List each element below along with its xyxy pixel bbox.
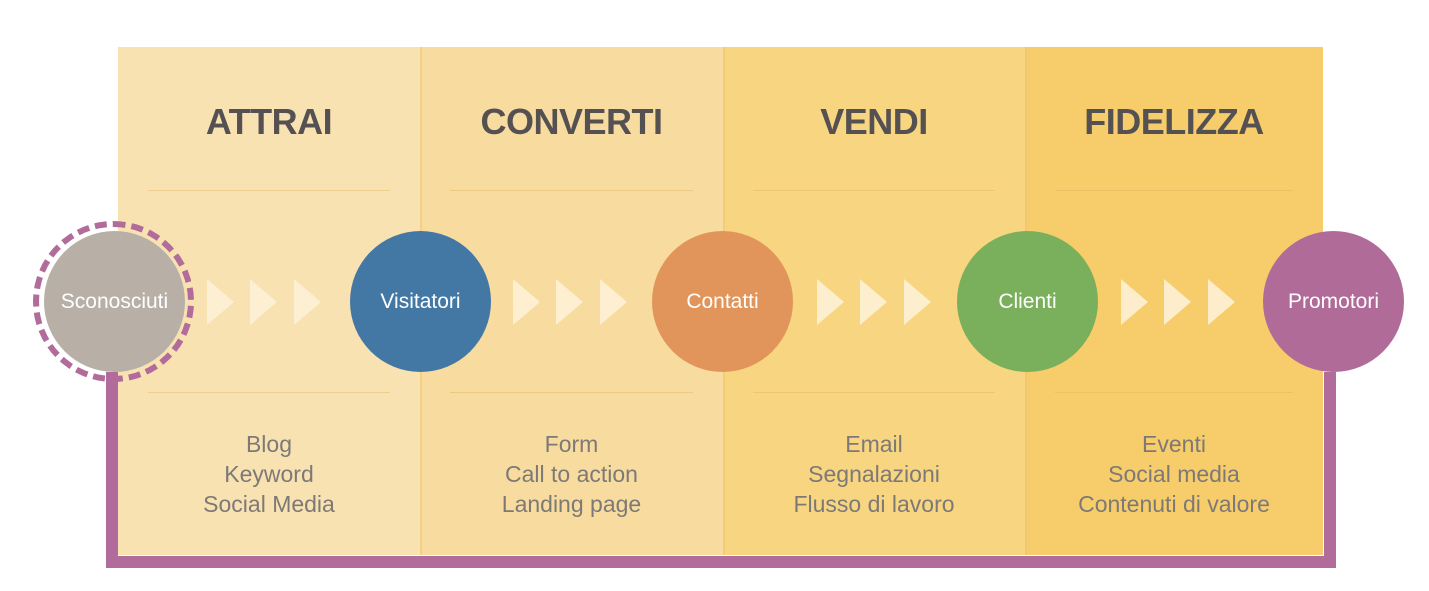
dashed-ring-icon <box>33 221 194 382</box>
node-label: Contatti <box>686 289 759 313</box>
tactic-item: Keyword <box>224 461 314 487</box>
stage-title: FIDELIZZA <box>1084 101 1264 142</box>
node-label: Visitatori <box>380 289 461 313</box>
node-contatti: Contatti <box>652 231 793 372</box>
chevron-right-icon <box>860 279 887 325</box>
divider <box>1055 190 1293 191</box>
chevron-right-icon <box>1121 279 1148 325</box>
node-label: Promotori <box>1287 289 1380 313</box>
chevron-right-icon <box>513 279 540 325</box>
node-sconosciuti: Sconosciuti <box>44 231 185 372</box>
tactic-item: Blog <box>245 431 293 457</box>
node-clienti: Clienti <box>957 231 1098 372</box>
chevron-right-icon <box>294 279 321 325</box>
tactic-item: Social media <box>1108 461 1240 487</box>
divider <box>148 392 390 393</box>
node-label: Clienti <box>998 289 1057 313</box>
tactic-item: Form <box>544 431 599 457</box>
stage-tactics: Blog Keyword Social Media <box>118 429 420 519</box>
chevron-right-icon <box>250 279 277 325</box>
stage-title: ATTRAI <box>205 101 333 142</box>
tactic-item: Social Media <box>203 491 335 517</box>
divider <box>450 190 693 191</box>
tactic-item: Email <box>845 431 903 457</box>
stage-tactics: Eventi Social media Contenuti di valore <box>1025 429 1323 519</box>
return-loop-line <box>106 372 1336 568</box>
chevron-right-icon <box>904 279 931 325</box>
tactic-item: Segnalazioni <box>808 461 940 487</box>
stage-tactics: Form Call to action Landing page <box>420 429 723 519</box>
tactic-item: Eventi <box>1142 431 1206 457</box>
divider <box>450 392 693 393</box>
divider <box>753 392 995 393</box>
tactic-item: Landing page <box>501 491 642 517</box>
divider <box>1055 392 1293 393</box>
divider <box>753 190 995 191</box>
node-label: Sconosciuti <box>60 289 169 313</box>
stage-tactics: Email Segnalazioni Flusso di lavoro <box>723 429 1025 519</box>
chevron-right-icon <box>1164 279 1191 325</box>
node-promotori: Promotori <box>1263 231 1404 372</box>
divider <box>148 190 390 191</box>
chevron-right-icon <box>817 279 844 325</box>
node-visitatori: Visitatori <box>350 231 491 372</box>
tactic-item: Call to action <box>505 461 638 487</box>
tactic-item: Contenuti di valore <box>1078 491 1270 517</box>
stage-title: VENDI <box>820 101 928 142</box>
chevron-right-icon <box>600 279 627 325</box>
chevron-right-icon <box>207 279 234 325</box>
chevron-right-icon <box>556 279 583 325</box>
tactic-item: Flusso di lavoro <box>793 491 955 517</box>
chevron-right-icon <box>1208 279 1235 325</box>
stage-title: CONVERTI <box>480 101 663 142</box>
